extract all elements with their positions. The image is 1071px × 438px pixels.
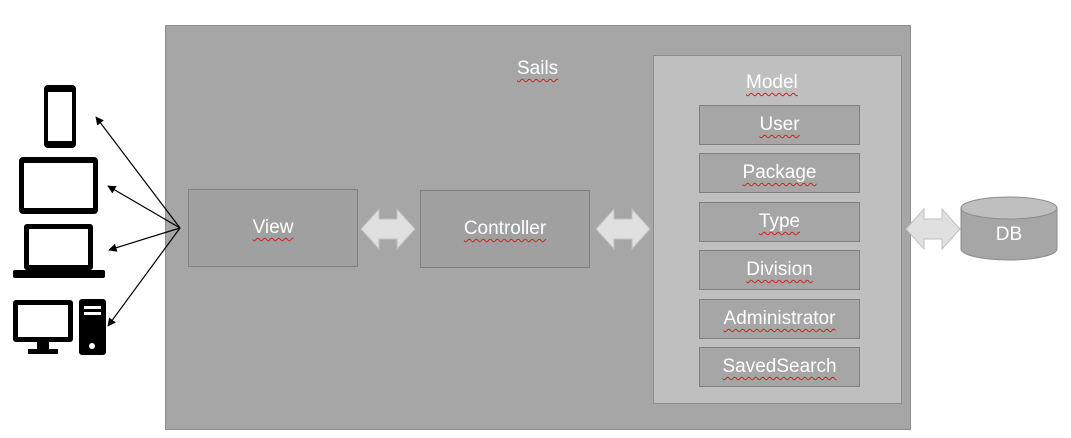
desktop-icon bbox=[13, 299, 106, 355]
arrow-to-tablet bbox=[107, 185, 181, 229]
arrow-to-desktop bbox=[107, 227, 181, 327]
sails-label: Sails bbox=[517, 58, 559, 79]
arrow-to-smartphone bbox=[95, 116, 181, 229]
tablet-icon bbox=[19, 157, 98, 214]
model-item-administrator: Administrator bbox=[699, 299, 860, 339]
view-controller-arrow bbox=[360, 207, 416, 251]
model-item-label: User bbox=[759, 114, 800, 135]
db-cylinder-icon bbox=[960, 196, 1058, 261]
model-item-package: Package bbox=[699, 153, 860, 193]
smartphone-icon bbox=[44, 85, 76, 148]
laptop-icon bbox=[13, 224, 105, 278]
model-item-label: Type bbox=[758, 211, 801, 232]
model-title: Model bbox=[746, 72, 798, 93]
arrow-to-laptop bbox=[108, 227, 181, 252]
model-item-label: SavedSearch bbox=[722, 356, 837, 377]
model-item-label: Package bbox=[742, 162, 817, 183]
model-item-user: User bbox=[699, 105, 860, 145]
controller-box: Controller bbox=[420, 190, 590, 268]
view-label: View bbox=[252, 217, 294, 238]
model-db-arrow bbox=[905, 207, 961, 251]
controller-model-arrow bbox=[595, 207, 651, 251]
view-box: View bbox=[188, 189, 358, 267]
model-item-type: Type bbox=[699, 202, 860, 242]
model-item-division: Division bbox=[699, 250, 860, 290]
client-arrows bbox=[95, 116, 181, 327]
db-label: DB bbox=[996, 224, 1022, 245]
model-item-label: Administrator bbox=[723, 308, 836, 329]
model-item-savedsearch: SavedSearch bbox=[699, 347, 860, 387]
model-item-label: Division bbox=[746, 259, 813, 280]
controller-label: Controller bbox=[463, 218, 547, 239]
